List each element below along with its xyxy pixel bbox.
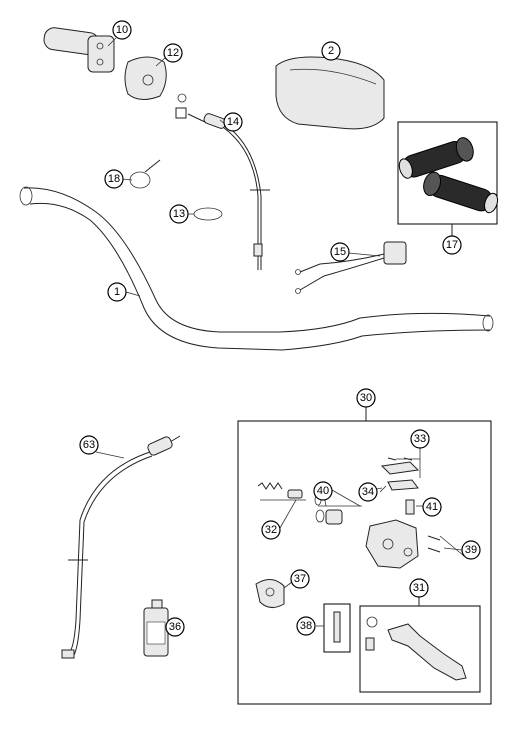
callout-10: 10 (112, 20, 132, 40)
part-piston (315, 505, 362, 525)
callout-32: 32 (261, 520, 281, 540)
part-clamp-bolts (427, 535, 465, 557)
callout-leaders (95, 37, 463, 629)
callout-14: 14 (223, 112, 243, 132)
callout-13-label: 13 (173, 208, 185, 220)
callout-33-label: 33 (414, 433, 426, 445)
callout-37-label: 37 (294, 573, 306, 585)
callout-18: 18 (104, 169, 124, 189)
part-master-cylinder-body (365, 519, 419, 569)
callout-32-label: 32 (265, 524, 277, 536)
callout-38: 38 (296, 616, 316, 636)
callout-1: 1 (107, 282, 127, 302)
callout-36: 36 (165, 617, 185, 637)
callout-63-label: 63 (83, 439, 95, 451)
callout-38-label: 38 (300, 620, 312, 632)
callout-39-label: 39 (465, 544, 477, 556)
part-screws (387, 448, 421, 478)
part-clutch-lever (359, 594, 481, 693)
callout-41-label: 41 (426, 501, 438, 513)
callout-33: 33 (410, 429, 430, 449)
part-cable-clamp (129, 159, 161, 189)
callout-15: 15 (330, 242, 350, 262)
part-spring-set (257, 482, 322, 506)
callout-12-label: 12 (167, 47, 179, 59)
part-throttle-cover (124, 56, 167, 100)
callout-40: 40 (313, 481, 333, 501)
callout-2-label: 2 (328, 45, 334, 57)
part-kill-switch (295, 241, 407, 294)
part-pin (405, 499, 415, 515)
part-o-ring (193, 207, 223, 221)
callout-37: 37 (290, 569, 310, 589)
callout-15-label: 15 (334, 246, 346, 258)
callout-18-label: 18 (108, 173, 120, 185)
part-grip-set (397, 121, 499, 236)
callout-1-label: 1 (114, 286, 120, 298)
callout-36-label: 36 (169, 621, 181, 633)
callout-34-label: 34 (362, 486, 374, 498)
part-throttle-grip (43, 27, 115, 73)
callout-63: 63 (79, 435, 99, 455)
part-master-cylinder-group (237, 405, 492, 705)
callout-17-label: 17 (446, 239, 458, 251)
part-lever-clamp (255, 579, 285, 608)
part-fluid-bottle (143, 599, 169, 657)
callout-34: 34 (358, 482, 378, 502)
callout-40-label: 40 (317, 485, 329, 497)
callout-31-label: 31 (413, 582, 425, 594)
callout-2: 2 (321, 41, 341, 61)
part-clutch-cable (61, 435, 181, 659)
part-handlebar-pad (275, 56, 385, 130)
callout-31: 31 (409, 578, 429, 598)
callout-17: 17 (442, 235, 462, 255)
callout-41: 41 (422, 497, 442, 517)
callout-30: 30 (356, 388, 376, 408)
callout-13: 13 (169, 204, 189, 224)
callout-30-label: 30 (360, 392, 372, 404)
part-throttle-cable (175, 93, 270, 270)
callout-14-label: 14 (227, 116, 239, 128)
callout-10-label: 10 (116, 24, 128, 36)
part-reservoir-cap (379, 461, 420, 493)
part-adjuster (323, 603, 351, 653)
callout-39: 39 (461, 540, 481, 560)
part-handlebar (19, 186, 494, 351)
callout-12: 12 (163, 43, 183, 63)
